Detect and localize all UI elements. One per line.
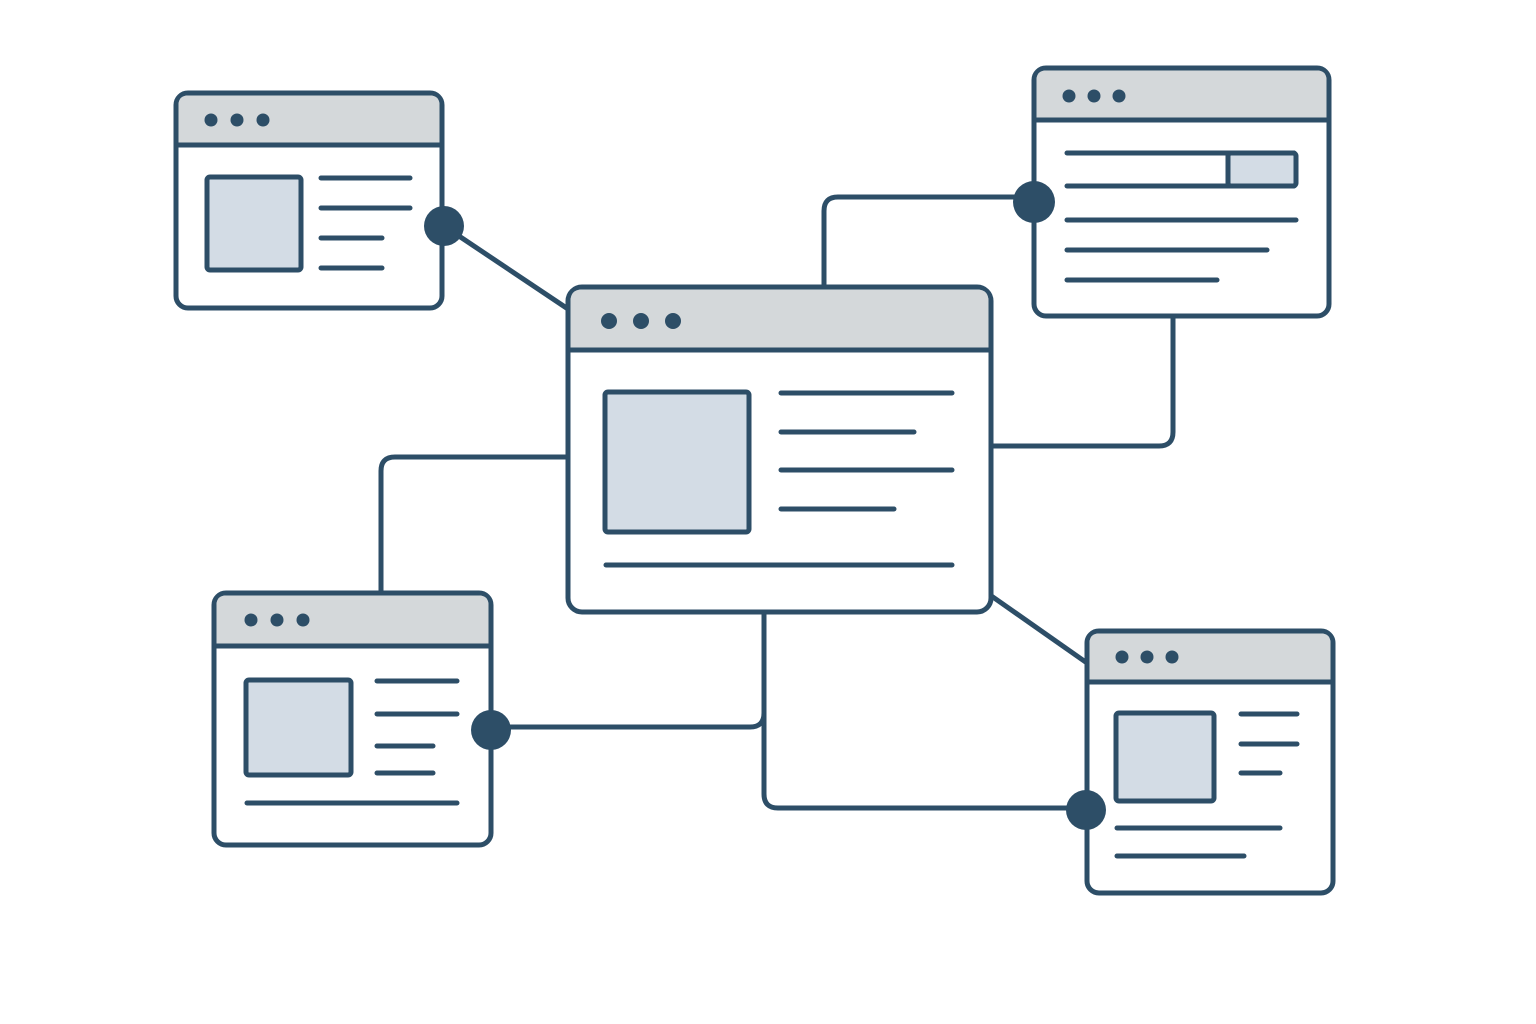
connector-center-right-top-right: [992, 316, 1176, 449]
window-dot-icon: [1140, 650, 1154, 664]
window-dot-icon: [1165, 650, 1179, 664]
connection-node: [424, 206, 464, 246]
window-dot-icon: [633, 313, 649, 329]
window-dot-icon: [270, 613, 284, 627]
window-bottom-left: [211, 590, 494, 848]
window-bottom-right: [1084, 628, 1336, 896]
window-header: [216, 595, 489, 644]
connector-center-bottom-right-diagonal: [988, 592, 1089, 666]
connector-top-left-center: [442, 223, 570, 312]
image-placeholder: [1113, 710, 1217, 804]
window-header: [178, 95, 440, 143]
window-dot-icon: [601, 313, 617, 329]
window-dot-icon: [1112, 89, 1126, 103]
window-center: [565, 284, 994, 615]
window-dot-icon: [244, 613, 258, 627]
image-placeholder: [204, 174, 304, 273]
window-header: [570, 289, 989, 348]
window-top-left: [173, 90, 445, 311]
connector-bottom-left-center: [491, 612, 767, 730]
window-dot-icon: [204, 113, 218, 127]
connection-node: [471, 710, 511, 750]
connection-node: [1066, 790, 1106, 830]
window-dot-icon: [230, 113, 244, 127]
window-dot-icon: [665, 313, 681, 329]
connector-center-top-right: [821, 194, 1034, 287]
window-dot-icon: [256, 113, 270, 127]
connectors: [378, 194, 1176, 811]
connection-node: [1013, 181, 1055, 223]
window-dot-icon: [1087, 89, 1101, 103]
window-dot-icon: [1115, 650, 1129, 664]
window-top-right: [1031, 65, 1332, 319]
window-dot-icon: [1062, 89, 1076, 103]
image-placeholder: [243, 677, 354, 778]
window-header: [1089, 633, 1331, 680]
image-placeholder: [602, 389, 752, 535]
connector-center-bottom-left: [378, 454, 568, 593]
window-dot-icon: [296, 613, 310, 627]
window-header: [1036, 70, 1327, 118]
input-field: [1064, 150, 1299, 189]
connector-center-bottom-right: [761, 612, 1087, 811]
